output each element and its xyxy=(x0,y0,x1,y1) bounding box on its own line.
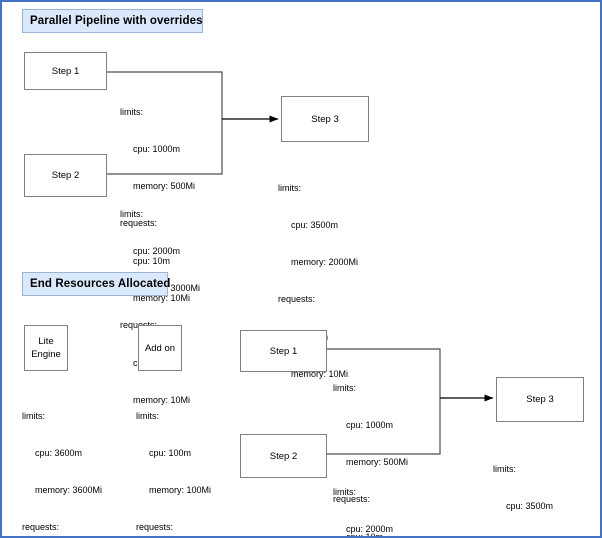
requests-header: requests: xyxy=(278,294,316,305)
node-add-on[interactable]: Add on xyxy=(138,325,182,371)
limits-cpu: cpu: 100m xyxy=(149,448,192,459)
limits-cpu: cpu: 2000m xyxy=(133,246,181,257)
limits-header: limits: xyxy=(333,486,356,497)
section-banner-end-resources: End Resources Allocated xyxy=(22,272,170,296)
limits-cpu: cpu: 1000m xyxy=(133,144,181,155)
limits-header: limits: xyxy=(136,410,159,421)
resources-bottom-step2: limits: cpu: 2000m memory: 3000Mi reques… xyxy=(333,461,413,536)
node-bottom-step3-label: Step 3 xyxy=(526,394,554,405)
requests-memory: memory: 10Mi xyxy=(133,292,191,303)
node-lite-engine-label-line1: Lite xyxy=(38,336,54,347)
limits-memory: memory: 3600Mi xyxy=(35,485,103,496)
node-bottom-step2-label: Step 2 xyxy=(269,450,298,462)
limits-cpu: cpu: 1000m xyxy=(346,420,394,431)
node-top-step2-label: Step 2 xyxy=(51,170,80,181)
limits-header: limits: xyxy=(493,463,516,474)
node-add-on-label: Add on xyxy=(144,342,176,354)
limits-cpu: cpu: 3500m xyxy=(506,501,554,512)
limits-cpu: cpu: 2000m xyxy=(346,524,394,535)
resources-bottom-step3: limits: cpu: 3500m memory: 2000Mi reques… xyxy=(493,438,573,536)
limits-memory: memory: 2000Mi xyxy=(291,257,359,268)
requests-memory: memory: 10Mi xyxy=(291,368,349,379)
requests-header: requests: xyxy=(136,522,174,533)
limits-header: limits: xyxy=(278,182,301,193)
limits-memory: memory: 500Mi xyxy=(346,457,409,468)
requests-header: requests: xyxy=(333,494,371,505)
requests-header: requests: xyxy=(120,218,158,229)
requests-cpu: cpu: 10m xyxy=(133,255,171,266)
node-top-step1[interactable]: Step 1 xyxy=(24,52,107,90)
node-lite-engine-label-line2: Engine xyxy=(31,349,61,360)
limits-memory: memory: 100Mi xyxy=(149,485,212,496)
resources-bottom-step1: limits: cpu: 1000m memory: 500Mi request… xyxy=(333,357,409,538)
requests-cpu: cpu: 10m xyxy=(346,531,384,538)
node-top-step3[interactable]: Step 3 xyxy=(281,96,369,142)
requests-header: requests: xyxy=(22,522,60,533)
node-bottom-step2[interactable]: Step 2 xyxy=(240,434,327,478)
node-top-step3-label: Step 3 xyxy=(311,113,339,125)
node-top-step2[interactable]: Step 2 xyxy=(24,154,107,197)
limits-header: limits: xyxy=(120,208,143,219)
resources-lite-engine: limits: cpu: 3600m memory: 3600Mi reques… xyxy=(22,385,103,536)
limits-header: limits: xyxy=(333,382,356,393)
limits-memory: memory: 500Mi xyxy=(133,181,196,192)
resources-top-step1: limits: cpu: 1000m memory: 500Mi request… xyxy=(120,81,195,329)
limits-header: limits: xyxy=(120,106,143,117)
node-top-step1-label: Step 1 xyxy=(51,65,80,77)
node-bottom-step1-label: Step 1 xyxy=(269,345,298,357)
resources-add-on: limits: cpu: 100m memory: 100Mi requests… xyxy=(136,385,212,536)
limits-header: limits: xyxy=(22,410,45,421)
limits-cpu: cpu: 3600m xyxy=(35,448,83,459)
limits-cpu: cpu: 3500m xyxy=(291,220,339,231)
node-bottom-step1[interactable]: Step 1 xyxy=(240,330,327,372)
requests-memory: memory: 10Mi xyxy=(133,394,191,405)
node-bottom-step3[interactable]: Step 3 xyxy=(496,377,584,422)
section-banner-parallel-pipeline: Parallel Pipeline with overrides xyxy=(22,9,203,33)
